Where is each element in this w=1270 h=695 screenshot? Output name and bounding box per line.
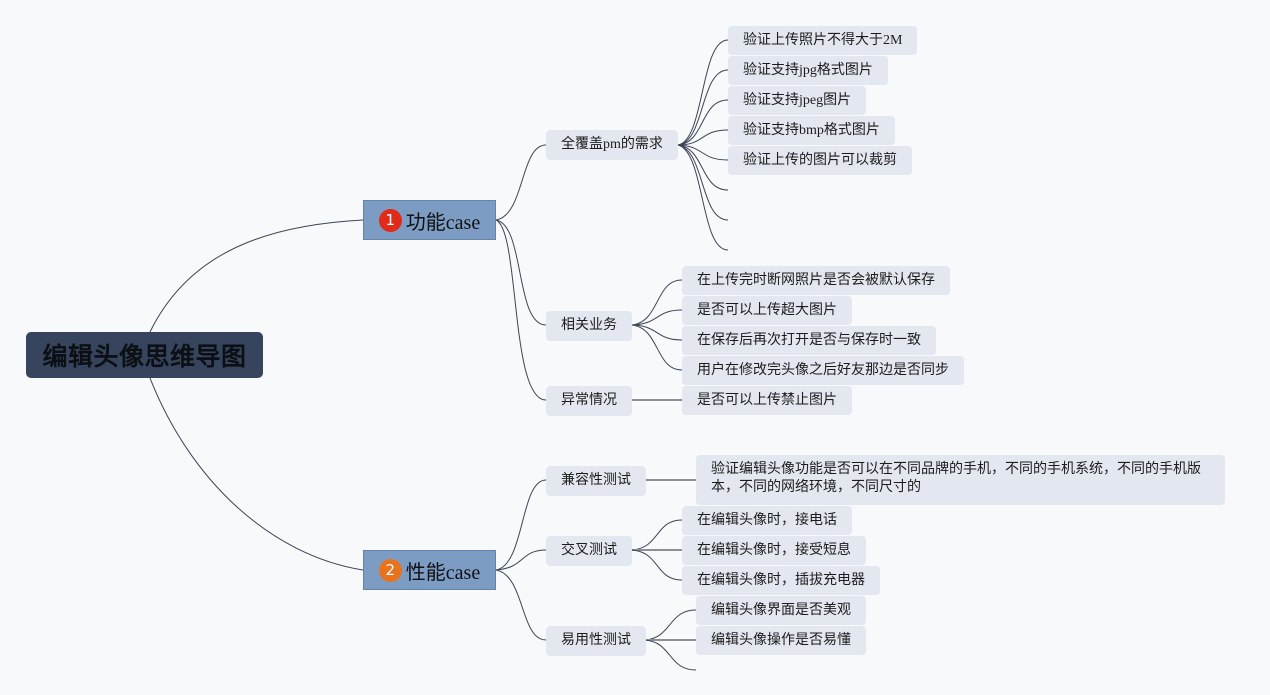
link-b2-sub3 — [495, 569, 547, 641]
branch-label: 性能case — [405, 561, 481, 584]
leaf-label: 验证上传的图片可以裁剪 — [743, 152, 897, 168]
leaf-topic[interactable]: 验证上传照片不得大于2M — [728, 26, 918, 55]
subtopic-exceptions[interactable]: 异常情况 — [546, 386, 632, 416]
leaf-topic[interactable]: 编辑头像操作是否易懂 — [696, 626, 866, 655]
leaf-label: 在编辑头像时，接电话 — [697, 512, 837, 528]
leaf-label: 在保存后再次打开是否与保存时一致 — [697, 332, 921, 348]
priority-2-badge-icon: 2 — [378, 558, 402, 582]
leaf-topic[interactable]: 是否可以上传超大图片 — [682, 296, 852, 325]
link-sub1-leaf5 — [677, 144, 729, 161]
link-sub2-leaf4 — [631, 324, 683, 371]
link-b2-sub1 — [495, 479, 547, 571]
link-sub1-leaf8 — [677, 144, 729, 251]
root-topic[interactable]: 编辑头像思维导图 — [26, 332, 263, 378]
subtopic-label: 兼容性测试 — [561, 473, 631, 488]
link-sub2-leaf2 — [631, 309, 683, 326]
leaf-label: 在编辑头像时，接受短息 — [697, 542, 851, 558]
leaf-label: 验证编辑头像功能是否可以在不同品牌的手机，不同的手机系统，不同的手机版本，不同的… — [711, 462, 1201, 495]
leaf-topic[interactable]: 验证编辑头像功能是否可以在不同品牌的手机，不同的手机系统，不同的手机版本，不同的… — [696, 455, 1225, 505]
subtopic-compatibility-test[interactable]: 兼容性测试 — [546, 466, 646, 496]
leaf-topic[interactable]: 在保存后再次打开是否与保存时一致 — [682, 326, 936, 355]
link-sub6-leaf1 — [644, 609, 697, 641]
link-sub2-leaf1 — [631, 279, 683, 326]
priority-1-badge-icon: 1 — [378, 208, 402, 232]
leaf-topic[interactable]: 验证支持jpg格式图片 — [728, 56, 888, 85]
link-b1-sub1 — [495, 144, 547, 221]
leaf-label: 验证支持jpg格式图片 — [743, 62, 873, 78]
link-root-branch1 — [149, 219, 364, 333]
link-sub1-leaf3 — [677, 99, 729, 146]
leaf-topic[interactable]: 在编辑头像时，插拔充电器 — [682, 566, 880, 595]
subtopic-related-business[interactable]: 相关业务 — [546, 311, 632, 341]
link-sub1-leaf4 — [677, 129, 729, 146]
leaf-label: 在编辑头像时，插拔充电器 — [697, 572, 865, 588]
leaf-topic[interactable]: 用户在修改完头像之后好友那边是否同步 — [682, 356, 964, 385]
link-sub2-leaf3 — [631, 324, 683, 341]
leaf-topic[interactable]: 验证支持bmp格式图片 — [728, 116, 895, 145]
subtopic-label: 易用性测试 — [561, 633, 631, 648]
branch-performance-case[interactable]: 2 性能case — [363, 550, 496, 590]
leaf-topic[interactable]: 编辑头像界面是否美观 — [696, 596, 866, 625]
link-sub5-leaf3 — [631, 549, 683, 581]
leaf-label: 编辑头像操作是否易懂 — [711, 632, 851, 648]
subtopic-cross-test[interactable]: 交叉测试 — [546, 536, 632, 566]
link-sub1-leaf1 — [677, 39, 729, 146]
link-sub1-leaf7 — [677, 144, 729, 221]
subtopic-label: 全覆盖pm的需求 — [561, 137, 663, 152]
leaf-label: 验证支持bmp格式图片 — [743, 122, 880, 138]
subtopic-label: 交叉测试 — [561, 543, 617, 558]
link-sub1-leaf2 — [677, 69, 729, 146]
leaf-label: 编辑头像界面是否美观 — [711, 602, 851, 618]
leaf-topic[interactable]: 验证上传的图片可以裁剪 — [728, 146, 912, 175]
leaf-label: 是否可以上传超大图片 — [697, 302, 837, 318]
leaf-topic[interactable]: 是否可以上传禁止图片 — [682, 386, 852, 415]
link-sub5-leaf1 — [631, 519, 683, 551]
leaf-topic[interactable]: 在编辑头像时，接电话 — [682, 506, 852, 535]
subtopic-pm-requirements[interactable]: 全覆盖pm的需求 — [546, 130, 678, 160]
link-root-branch2 — [149, 377, 364, 571]
subtopic-label: 异常情况 — [561, 393, 617, 408]
leaf-topic[interactable]: 在上传完时断网照片是否会被默认保存 — [682, 266, 950, 295]
link-sub6-leaf3 — [644, 639, 697, 671]
link-sub1-leaf6 — [677, 144, 729, 191]
link-b2-sub2 — [495, 549, 547, 571]
leaf-topic[interactable]: 在编辑头像时，接受短息 — [682, 536, 866, 565]
leaf-label: 是否可以上传禁止图片 — [697, 392, 837, 408]
subtopic-usability-test[interactable]: 易用性测试 — [546, 626, 646, 656]
branch-label: 功能case — [405, 211, 481, 234]
leaf-label: 用户在修改完头像之后好友那边是否同步 — [697, 362, 949, 378]
leaf-label: 在上传完时断网照片是否会被默认保存 — [697, 272, 935, 288]
leaf-label: 验证支持jpeg图片 — [743, 92, 852, 108]
link-b1-sub3 — [495, 219, 547, 401]
leaf-topic[interactable]: 验证支持jpeg图片 — [728, 86, 867, 115]
branch-functional-case[interactable]: 1 功能case — [363, 200, 496, 240]
leaf-label: 验证上传照片不得大于2M — [743, 32, 903, 48]
subtopic-label: 相关业务 — [561, 318, 617, 333]
link-b1-sub2 — [495, 219, 547, 326]
